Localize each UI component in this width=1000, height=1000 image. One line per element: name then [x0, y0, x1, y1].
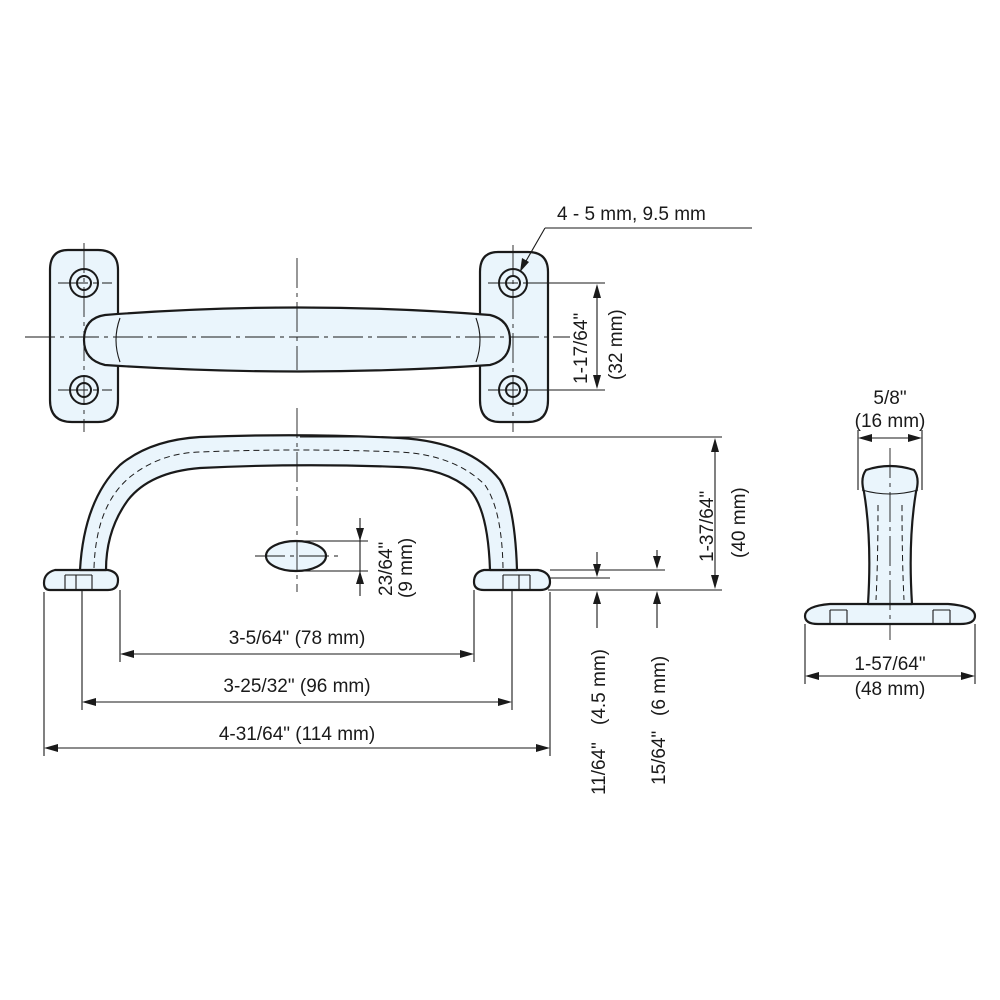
- base-width-mm-label: (48 mm): [855, 679, 926, 700]
- overall-length-label: 4-31/64" (114 mm): [219, 724, 375, 745]
- handle-arch: [78, 434, 519, 572]
- grip-width-inch-label: 5/8": [873, 388, 906, 409]
- base-pitch-dimension: 1-17/64" (32 mm): [527, 282, 627, 391]
- side-stem: [861, 464, 919, 606]
- foot-a-inch-label: 11/64": [589, 742, 610, 795]
- base-width-dimension: 1-57/64" (48 mm): [804, 624, 976, 700]
- front-view: [42, 408, 552, 592]
- grip-width-dimension: 5/8" (16 mm): [855, 388, 926, 490]
- base-pitch-mm-label: (32 mm): [606, 309, 627, 380]
- height-inch-label: 1-37/64": [697, 491, 718, 562]
- length-dimensions: 3-5/64" (78 mm) 3-25/32" (96 mm) 4-31/64…: [43, 590, 551, 756]
- foot-b-mm-label: (6 mm): [649, 656, 670, 716]
- grip-thickness-inch-label: 23/64": [376, 542, 397, 596]
- hole-spec-callout: 4 - 5 mm, 9.5 mm: [520, 204, 752, 272]
- base-pitch-inch-label: 1-17/64": [571, 313, 592, 384]
- side-view: [803, 448, 977, 640]
- top-view: [25, 243, 570, 432]
- grip-thickness-dimension: 23/64" (9 mm): [296, 518, 417, 598]
- hole-pitch-label: 3-25/32" (96 mm): [223, 676, 370, 697]
- foot-b-inch-label: 15/64": [649, 731, 670, 785]
- base-width-inch-label: 1-57/64": [854, 654, 925, 675]
- foot-thickness-dimension: 11/64" (4.5 mm) 15/64" (6 mm): [550, 550, 670, 795]
- grip-width-mm-label: (16 mm): [855, 411, 926, 432]
- inner-length-label: 3-5/64" (78 mm): [229, 628, 366, 649]
- left-foot: [42, 568, 120, 592]
- grip-thickness-mm-label: (9 mm): [396, 538, 417, 598]
- right-foot: [472, 568, 552, 592]
- foot-a-mm-label: (4.5 mm): [589, 649, 610, 725]
- height-mm-label: (40 mm): [729, 487, 750, 558]
- hole-spec-label: 4 - 5 mm, 9.5 mm: [557, 204, 706, 225]
